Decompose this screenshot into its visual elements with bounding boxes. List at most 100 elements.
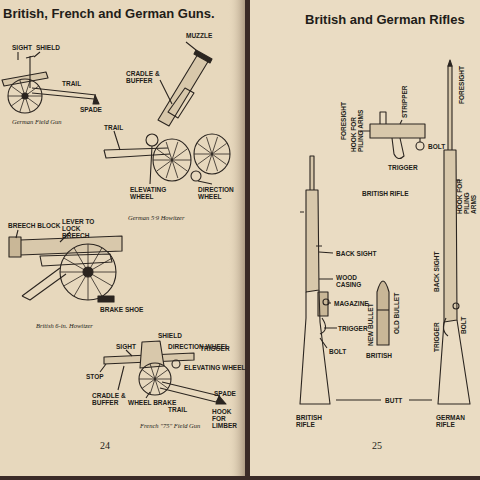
part-label: SHIELD — [36, 44, 60, 51]
wheel-spoke — [197, 154, 212, 165]
wheel-spoke — [139, 379, 155, 380]
part-label: BACK SIGHT — [336, 250, 376, 257]
wheel-spoke — [153, 160, 172, 161]
part-label: LEVER TO LOCK BREECH — [62, 218, 108, 239]
part-label: BOLT — [428, 143, 445, 150]
figure-caption: German Field Gun — [12, 118, 61, 125]
wheel-spoke — [206, 154, 212, 171]
wheel-spoke — [155, 370, 168, 379]
wheel-spoke — [166, 160, 172, 178]
butt-dimension-line — [336, 399, 432, 400]
british-rifle — [300, 156, 337, 404]
wheel-spoke — [212, 154, 230, 155]
wheel-spoke — [155, 379, 160, 394]
wheel-spoke — [11, 96, 25, 106]
wheel-spoke — [142, 379, 155, 388]
part-label: ELEVATING WHEEL — [184, 364, 246, 371]
part-label: SHIELD — [158, 332, 182, 339]
wheel-spoke — [20, 80, 25, 96]
wheel-spoke — [166, 142, 172, 160]
rifle-action-inset — [358, 112, 425, 159]
german-field-gun — [2, 52, 99, 113]
wheel-spoke — [172, 160, 187, 171]
part-label: BACK SIGHT — [433, 252, 440, 292]
wheel-spoke — [25, 96, 30, 112]
wheel-spoke — [212, 137, 218, 154]
left-page — [0, 0, 245, 476]
wheel-spoke — [212, 143, 227, 154]
wheel-spoke — [88, 272, 102, 296]
part-label: MUZZLE — [186, 32, 212, 39]
bullets — [377, 281, 389, 345]
wheel-spoke — [197, 143, 212, 154]
wheel-spoke — [172, 160, 191, 161]
part-label: ELEVATING WHEEL — [130, 186, 170, 200]
part-label: BOLT — [460, 317, 467, 334]
wheel-spoke — [157, 160, 172, 171]
part-label: STOP — [86, 373, 104, 380]
wheel-spoke — [8, 96, 25, 97]
part-label: BRITISH — [366, 352, 392, 359]
part-label: TRIGGER — [433, 322, 440, 352]
part-label: TRIGGER — [388, 164, 418, 171]
wheel-spoke — [11, 86, 25, 96]
right-page — [250, 0, 480, 476]
wheel-spoke — [150, 364, 155, 379]
page-number: 24 — [100, 440, 110, 451]
part-label: NEW BULLET — [367, 303, 374, 346]
part-label: BOLT — [329, 348, 346, 355]
wheel-spoke — [212, 154, 218, 171]
part-label: TRAIL — [104, 124, 123, 131]
wheel-spoke — [60, 272, 88, 273]
wheel-spoke — [20, 96, 25, 112]
part-label: TRIGGER — [200, 345, 230, 352]
part-label: SIGHT — [12, 44, 32, 51]
part-label: TRAIL — [62, 80, 81, 87]
part-label: FORESIGHT — [458, 66, 465, 104]
wheel-spoke — [212, 154, 227, 165]
part-label: SPADE — [80, 106, 102, 113]
wheel-spoke — [88, 272, 89, 300]
wheel-spoke — [25, 80, 30, 96]
german-howitzer — [104, 42, 230, 184]
wheel-spoke — [64, 272, 88, 286]
part-label: HOOK FOR PILING ARMS — [350, 108, 364, 152]
part-label: TRAIL — [168, 406, 187, 413]
wheel-spoke — [25, 96, 42, 97]
part-label: CRADLE & BUFFER — [126, 70, 160, 84]
wheel-spoke — [172, 142, 178, 160]
part-label: TRIGGER — [338, 325, 368, 332]
british-howitzer — [9, 230, 122, 302]
part-label: CRADLE & BUFFER — [92, 392, 126, 406]
figure-caption: British 6-in. Howitzer — [36, 322, 93, 329]
part-label: WHEEL BRAKE — [128, 399, 176, 406]
wheel-spoke — [88, 272, 116, 273]
figure-caption: German 5·9 Howitzer — [128, 214, 185, 221]
wheel-spoke — [88, 244, 89, 272]
part-label: MAGAZINE — [334, 300, 369, 307]
wheel-spoke — [25, 96, 39, 106]
part-label: BRITISH RIFLE — [296, 414, 336, 428]
page-heading: British and German Rifles — [305, 12, 465, 27]
part-label: BREECH BLOCK — [8, 222, 60, 229]
gutter-shadow — [228, 0, 245, 476]
german-rifle — [438, 60, 470, 404]
part-label: SIGHT — [116, 343, 136, 350]
part-label: BRAKE SHOE — [100, 306, 143, 313]
part-label: SPADE — [214, 390, 236, 397]
wheel-spoke — [155, 379, 171, 380]
part-label: HOOK FOR LIMBER — [212, 408, 242, 429]
wheel-spoke — [88, 258, 112, 272]
figure-caption: French "75" Field Gun — [140, 422, 200, 429]
part-label: OLD BULLET — [393, 293, 400, 334]
wheel-spoke — [206, 137, 212, 154]
part-label: GERMAN RIFLE — [436, 414, 476, 428]
page-heading: British, French and German Guns. — [3, 6, 215, 21]
page-number: 25 — [372, 440, 382, 451]
part-label: FORESIGHT — [340, 102, 347, 140]
part-label: BUTT — [385, 397, 402, 404]
part-label: WOOD CASING — [336, 274, 366, 288]
wheel-spoke — [172, 160, 178, 178]
